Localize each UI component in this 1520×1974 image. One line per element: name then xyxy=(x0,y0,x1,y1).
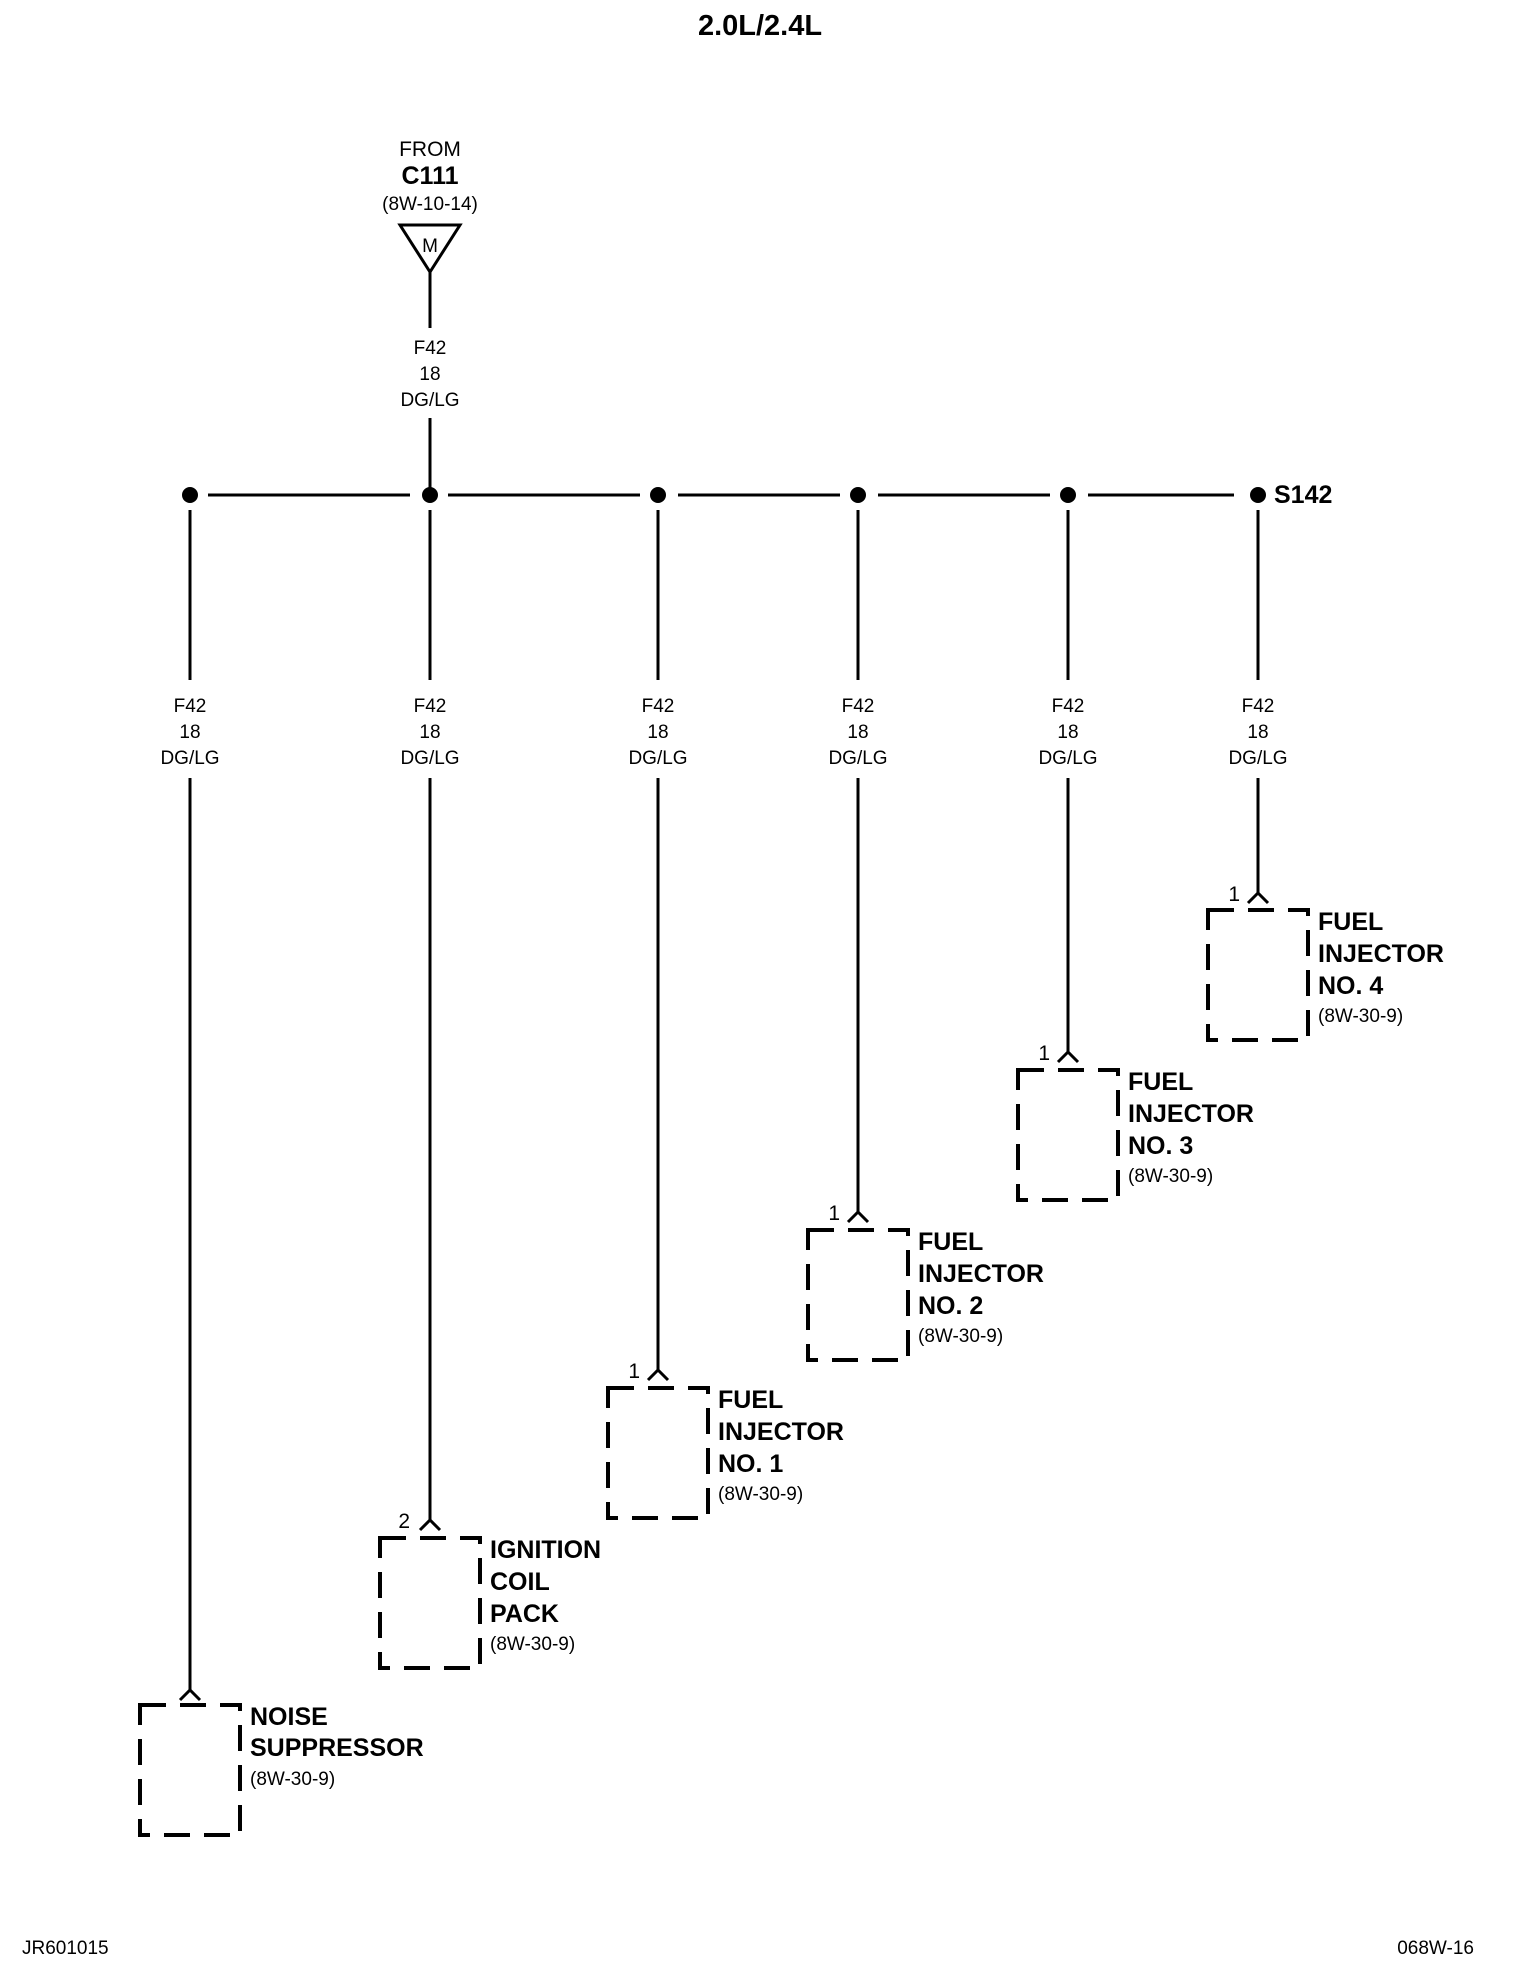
source-wire-circuit: F42 xyxy=(414,338,447,359)
pin-number: 1 xyxy=(1038,1042,1050,1065)
from-label: FROM xyxy=(399,138,461,161)
wire-gauge: 18 xyxy=(419,722,440,743)
connector-terminal-icon xyxy=(846,1209,870,1224)
wire-gauge: 18 xyxy=(179,722,200,743)
splice-dot xyxy=(650,487,666,503)
branch-fuel-injector-3: F42 18 DG/LG 1 FUEL INJECTOR NO. 3 (8W-3… xyxy=(1016,487,1254,1202)
component-name-line3: PACK xyxy=(490,1600,559,1628)
branch-ignition-coil-pack: F42 18 DG/LG 2 IGNITION COIL PACK (8W-30… xyxy=(378,487,601,1670)
component-name-line3: NO. 1 xyxy=(718,1450,783,1478)
footer-right-code: 068W-16 xyxy=(1397,1938,1474,1959)
wire-color: DG/LG xyxy=(160,748,219,769)
splice-dot xyxy=(422,487,438,503)
wire-color: DG/LG xyxy=(400,748,459,769)
wire-gauge: 18 xyxy=(1247,722,1268,743)
wire-color: DG/LG xyxy=(828,748,887,769)
component-name-line2: INJECTOR xyxy=(1128,1100,1254,1128)
splice-label: S142 xyxy=(1274,481,1332,509)
source-wire-color: DG/LG xyxy=(400,390,459,411)
component-box xyxy=(1016,1068,1120,1202)
wire-gauge: 18 xyxy=(1057,722,1078,743)
component-box xyxy=(806,1228,910,1362)
component-name-line3: NO. 3 xyxy=(1128,1132,1193,1160)
component-box xyxy=(138,1703,242,1837)
wire-circuit: F42 xyxy=(414,696,447,717)
component-ref: (8W-30-9) xyxy=(250,1769,335,1790)
component-name-line1: NOISE xyxy=(250,1703,328,1731)
pin-number: 1 xyxy=(1228,883,1240,906)
component-ref: (8W-30-9) xyxy=(918,1326,1003,1347)
source-wire-gauge: 18 xyxy=(419,364,440,385)
connector-pin: M xyxy=(422,236,438,257)
component-ref: (8W-30-9) xyxy=(718,1484,803,1505)
wire-gauge: 18 xyxy=(647,722,668,743)
component-name-line3: NO. 4 xyxy=(1318,972,1383,1000)
connector-label: C111 xyxy=(401,162,458,190)
wire-circuit: F42 xyxy=(842,696,875,717)
component-box xyxy=(1206,908,1310,1042)
wire-gauge: 18 xyxy=(847,722,868,743)
component-name-line1: FUEL xyxy=(1128,1068,1193,1096)
component-name-line2: INJECTOR xyxy=(718,1418,844,1446)
connector-ref: (8W-10-14) xyxy=(382,194,478,215)
pin-number: 1 xyxy=(628,1360,640,1383)
component-name-line2: SUPPRESSOR xyxy=(250,1734,424,1762)
component-name-line2: INJECTOR xyxy=(1318,940,1444,968)
branch-noise-suppressor: F42 18 DG/LG NOISE SUPPRESSOR (8W-30-9) xyxy=(138,487,424,1837)
component-name-line1: FUEL xyxy=(1318,908,1383,936)
wire-circuit: F42 xyxy=(642,696,675,717)
branch-fuel-injector-4: F42 18 DG/LG 1 FUEL INJECTOR NO. 4 (8W-3… xyxy=(1206,487,1444,1042)
connector-terminal-icon xyxy=(178,1687,202,1702)
splice-dot xyxy=(1060,487,1076,503)
connector-terminal-icon xyxy=(1246,890,1270,905)
component-ref: (8W-30-9) xyxy=(1318,1006,1403,1027)
footer-left-code: JR601015 xyxy=(22,1938,109,1959)
component-box xyxy=(606,1386,710,1520)
component-name-line1: FUEL xyxy=(918,1228,983,1256)
component-ref: (8W-30-9) xyxy=(490,1634,575,1655)
splice-bus: S142 xyxy=(208,481,1332,509)
component-box xyxy=(378,1536,482,1670)
component-name-line2: COIL xyxy=(490,1568,550,1596)
component-ref: (8W-30-9) xyxy=(1128,1166,1213,1187)
branch-fuel-injector-2: F42 18 DG/LG 1 FUEL INJECTOR NO. 2 (8W-3… xyxy=(806,487,1044,1362)
pin-number: 1 xyxy=(828,1202,840,1225)
connector-terminal-icon xyxy=(1056,1049,1080,1064)
connector-terminal-icon xyxy=(418,1517,442,1532)
component-name-line2: INJECTOR xyxy=(918,1260,1044,1288)
component-name-line1: IGNITION xyxy=(490,1536,601,1564)
connector-triangle-icon xyxy=(397,223,463,275)
pin-number: 2 xyxy=(398,1510,410,1533)
component-name-line3: NO. 2 xyxy=(918,1292,983,1320)
diagram-title: 2.0L/2.4L xyxy=(698,10,822,42)
wire-circuit: F42 xyxy=(1242,696,1275,717)
splice-dot xyxy=(182,487,198,503)
wire-color: DG/LG xyxy=(628,748,687,769)
wire-color: DG/LG xyxy=(1228,748,1287,769)
source-connector: FROM C111 (8W-10-14) M F42 18 DG/LG xyxy=(382,138,478,495)
splice-dot xyxy=(850,487,866,503)
splice-dot xyxy=(1250,487,1266,503)
wire-circuit: F42 xyxy=(1052,696,1085,717)
wire-circuit: F42 xyxy=(174,696,207,717)
component-name-line1: FUEL xyxy=(718,1386,783,1414)
connector-terminal-icon xyxy=(646,1367,670,1382)
branch-fuel-injector-1: F42 18 DG/LG 1 FUEL INJECTOR NO. 1 (8W-3… xyxy=(606,487,844,1520)
wire-color: DG/LG xyxy=(1038,748,1097,769)
